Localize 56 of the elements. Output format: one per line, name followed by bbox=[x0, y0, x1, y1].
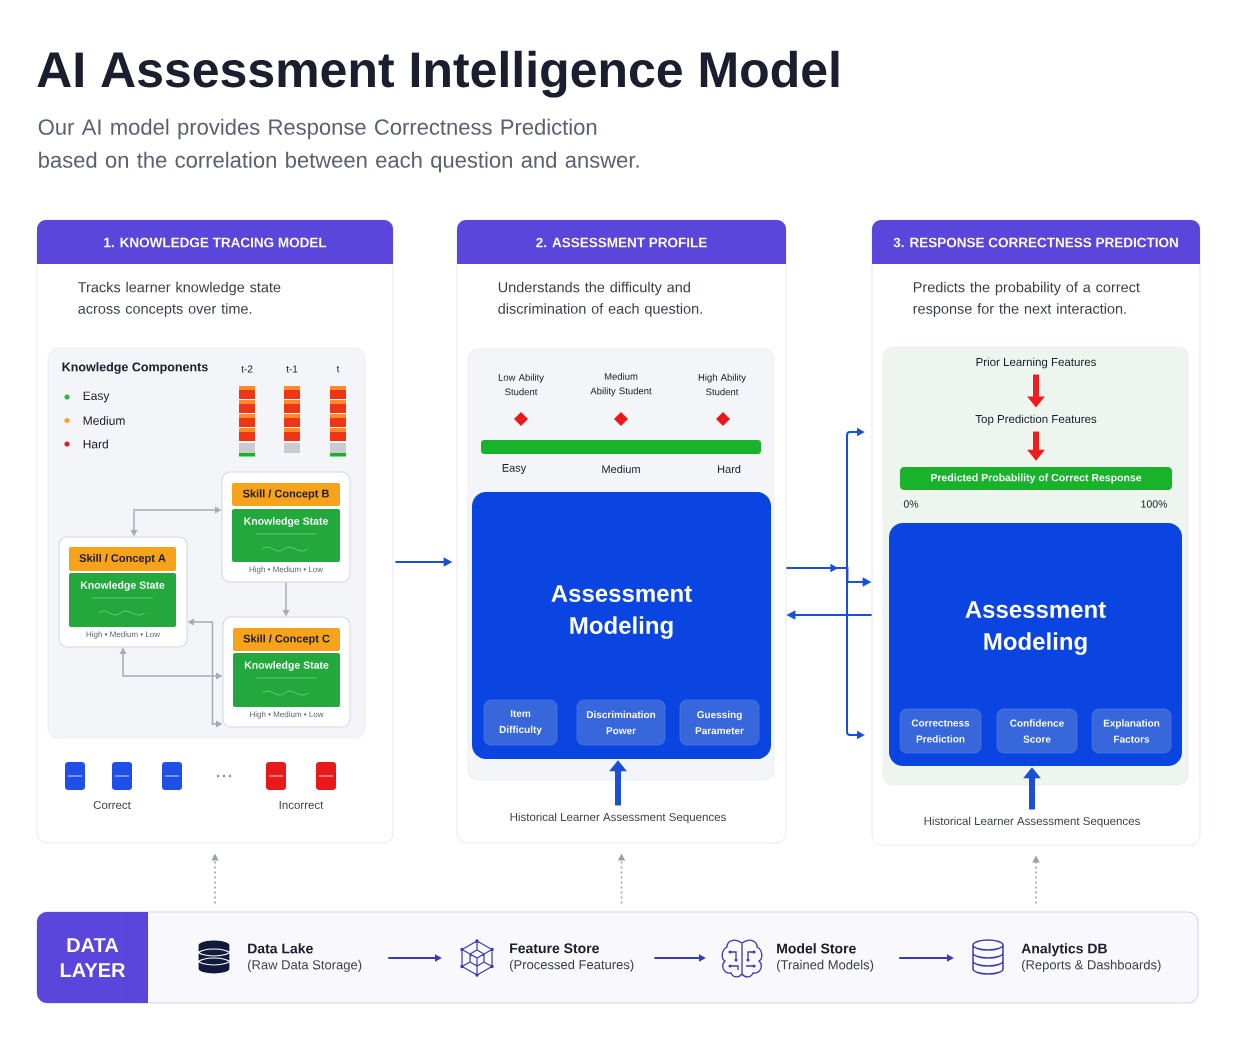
parameter-box: Discrimination Power bbox=[576, 699, 666, 746]
ability-label: High Ability Student bbox=[698, 373, 746, 396]
parameter-box: Correctness Prediction bbox=[899, 708, 982, 754]
scale-label: Hard bbox=[718, 464, 741, 474]
description: Tracks learner knowledge state across concepts over time. bbox=[78, 281, 281, 317]
ability-label: Low Ability Student bbox=[498, 373, 544, 396]
tile-label: Incorrect bbox=[279, 801, 324, 809]
scale-text: High • Medium • Low bbox=[249, 566, 324, 574]
store-name: Model Store bbox=[777, 943, 856, 954]
description: Understands the difficulty and discrimination of each question. bbox=[498, 281, 702, 317]
parameter-box: Explanation Factors bbox=[1091, 708, 1172, 754]
state-box: Knowledge State bbox=[233, 653, 340, 707]
scale-label: 100% bbox=[1141, 500, 1168, 508]
source-label: Historical Learner Assessment Sequences bbox=[924, 816, 1140, 828]
model-title: Assessment Modeling bbox=[965, 601, 1106, 655]
title: AI Assessment Intelligence Model bbox=[37, 50, 839, 98]
store-name: Feature Store bbox=[510, 943, 599, 954]
concept-header: Skill / Concept C bbox=[233, 628, 340, 651]
ability-label: Medium Ability Student bbox=[590, 372, 652, 397]
scale-label: Medium bbox=[602, 464, 640, 474]
model-title: Assessment Modeling bbox=[551, 585, 692, 639]
state-box: Knowledge State bbox=[232, 509, 340, 562]
store-description: (Reports & Dashboards) bbox=[1022, 959, 1161, 972]
time-label: t-2 bbox=[241, 365, 253, 373]
scale-label: 0% bbox=[903, 500, 919, 508]
legend-text: Easy bbox=[83, 391, 110, 403]
tile-label: Correct bbox=[93, 800, 131, 810]
feature-label: Top Prediction Features bbox=[975, 414, 1097, 426]
probability-bar: Predicted Probability of Correct Response bbox=[900, 467, 1172, 490]
scale-text: High • Medium • Low bbox=[86, 631, 161, 639]
header-band: 2. ASSESSMENT PROFILE bbox=[457, 220, 786, 264]
concept-header: Skill / Concept B bbox=[232, 483, 340, 506]
scale-text: High • Medium • Low bbox=[250, 711, 324, 719]
description: Predicts the probability of a correct response for the next interaction. bbox=[913, 281, 1140, 317]
scale-label: Easy bbox=[502, 464, 527, 474]
layer-tag: DATA LAYER bbox=[37, 912, 148, 1003]
store-description: (Processed Features) bbox=[510, 959, 634, 972]
store-name: Analytics DB bbox=[1021, 943, 1107, 957]
source-label: Historical Learner Assessment Sequences bbox=[510, 812, 726, 824]
store-name: Data Lake bbox=[248, 943, 313, 954]
header-band: 3. RESPONSE CORRECTNESS PREDICTION bbox=[872, 220, 1200, 264]
feature-label: Prior Learning Features bbox=[976, 357, 1096, 369]
parameter-box: Confidence Score bbox=[996, 708, 1078, 754]
legend-text: Hard bbox=[83, 439, 108, 449]
subtitle: Our AI model provides Response Correctness Prediction based on the correlation between each question and answer. bbox=[38, 118, 639, 173]
state-box: Knowledge State bbox=[69, 573, 176, 627]
panel-heading: Knowledge Components bbox=[62, 362, 208, 374]
time-label: t-1 bbox=[286, 365, 298, 373]
parameter-box: Item Difficulty bbox=[483, 699, 558, 746]
legend-text: Medium bbox=[83, 416, 125, 425]
concept-header: Skill / Concept A bbox=[69, 547, 176, 571]
header-band: 1. KNOWLEDGE TRACING MODEL bbox=[37, 220, 393, 264]
parameter-box: Guessing Parameter bbox=[679, 699, 760, 746]
store-description: (Raw Data Storage) bbox=[248, 959, 362, 972]
time-label: t bbox=[336, 365, 340, 373]
store-description: (Trained Models) bbox=[777, 959, 874, 972]
